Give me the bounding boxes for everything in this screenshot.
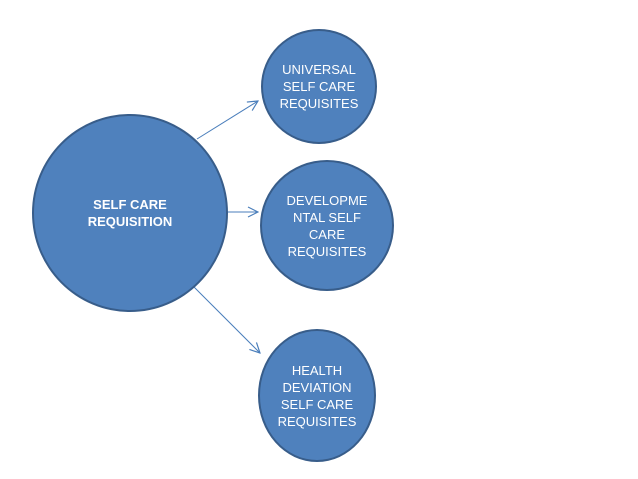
- child-node-developmental: DEVELOPME NTAL SELF CARE REQUISITES: [260, 160, 394, 291]
- child-node-health-deviation: HEALTH DEVIATION SELF CARE REQUISITES: [258, 329, 376, 462]
- center-node-label: SELF CARE REQUISITION: [87, 197, 173, 229]
- arrow-to-universal: [196, 101, 258, 140]
- center-node-self-care-requisition: SELF CARE REQUISITION: [32, 114, 228, 312]
- child-node-health-deviation-label: HEALTH DEVIATION SELF CARE REQUISITES: [277, 362, 357, 429]
- arrow-to-health-deviation: [186, 279, 260, 353]
- child-node-developmental-label: DEVELOPME NTAL SELF CARE REQUISITES: [286, 192, 368, 259]
- child-node-universal: UNIVERSAL SELF CARE REQUISITES: [261, 29, 377, 144]
- child-node-universal-label: UNIVERSAL SELF CARE REQUISITES: [279, 62, 359, 111]
